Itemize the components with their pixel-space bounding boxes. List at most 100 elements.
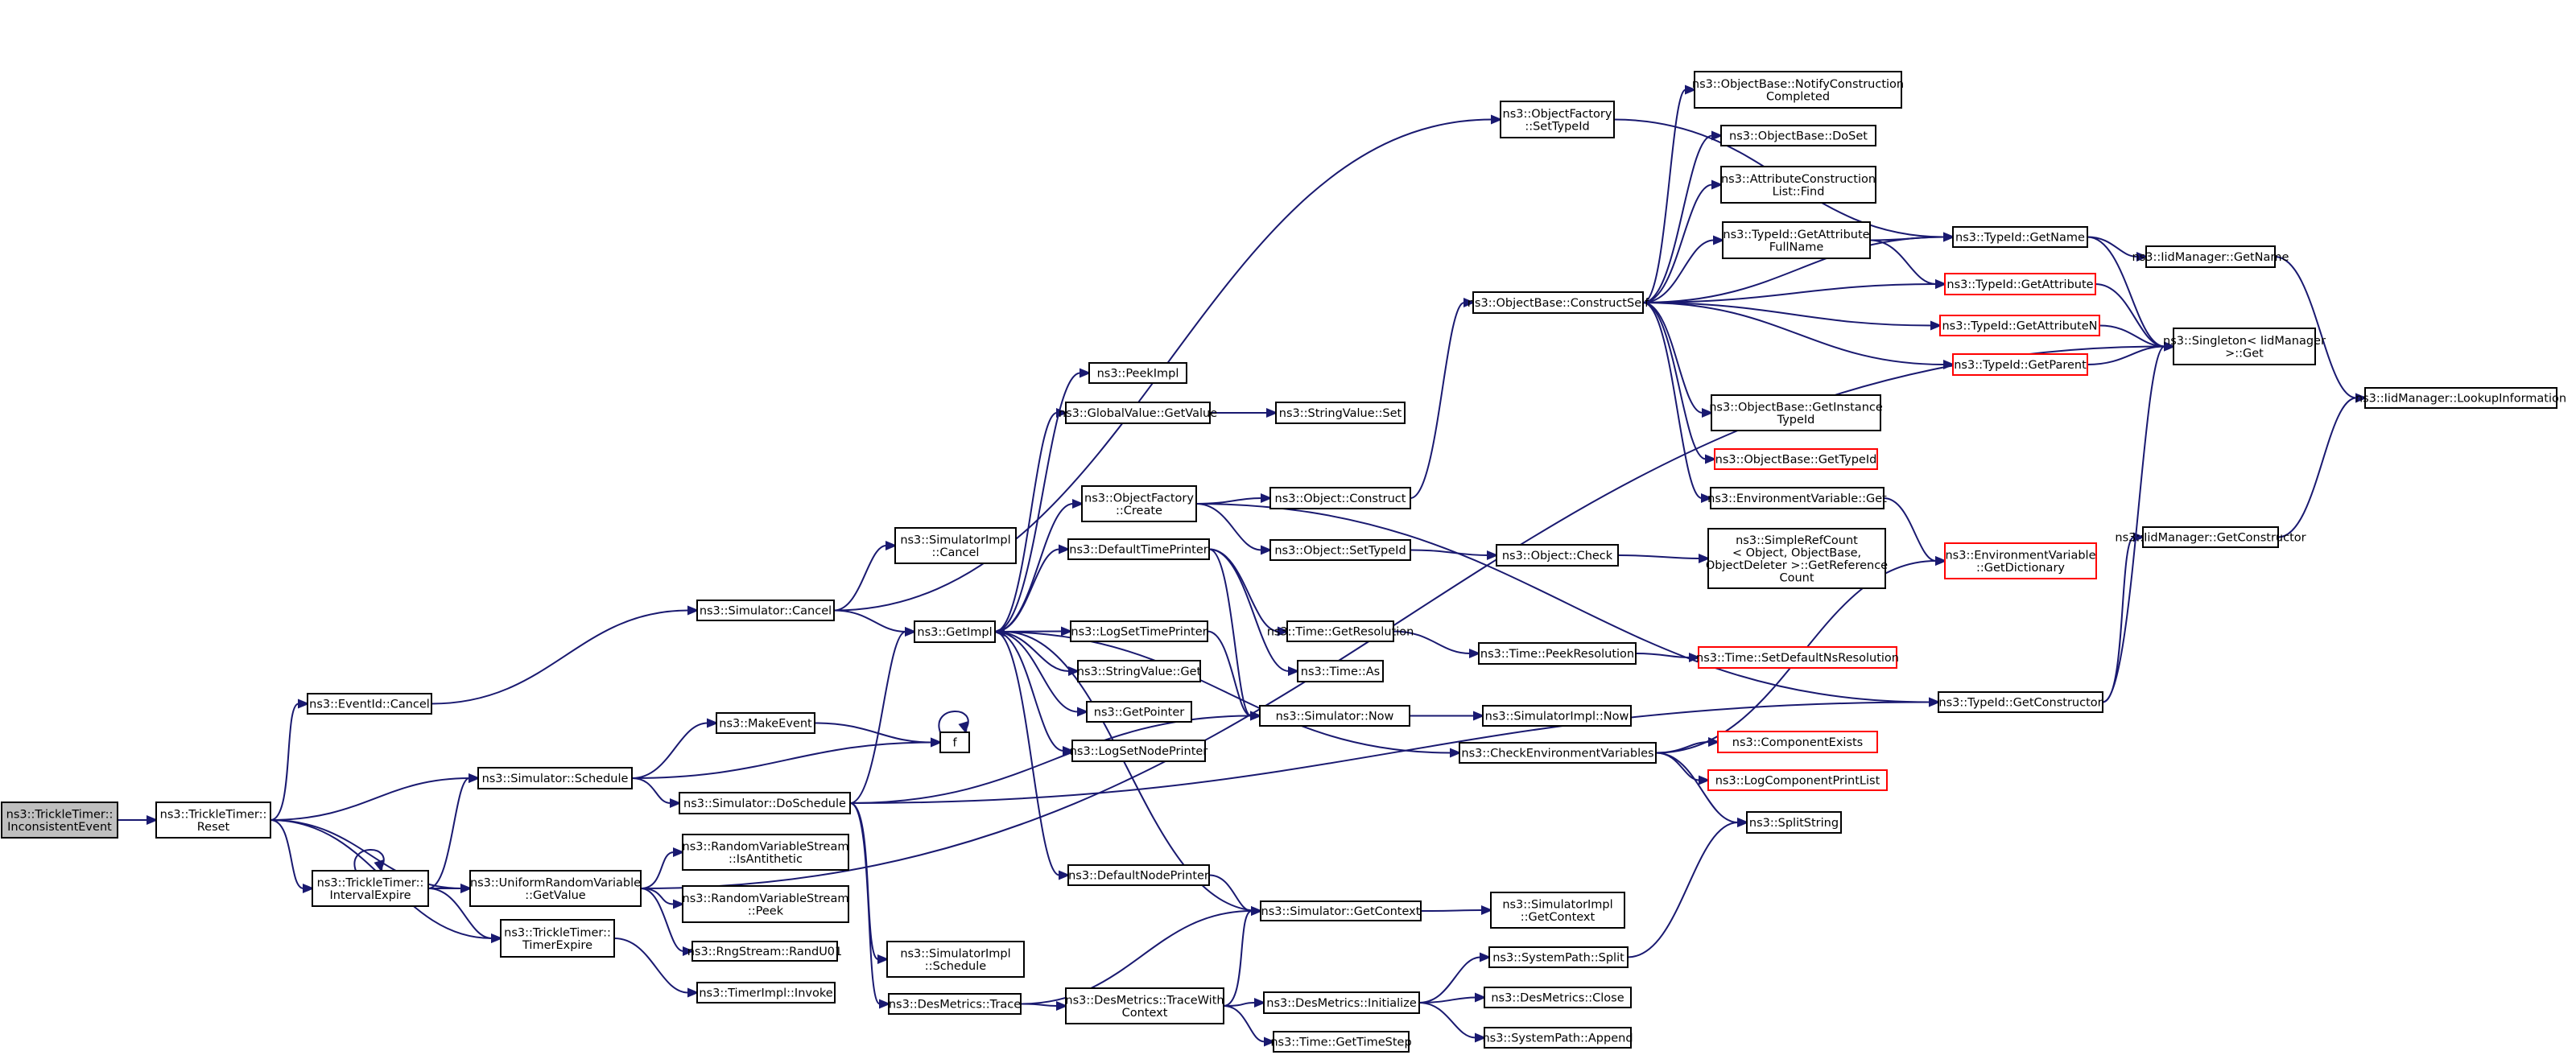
node-getattributen[interactable]: ns3::TypeId::GetAttributeN — [1939, 315, 2100, 336]
node-getdictionary[interactable]: ns3::EnvironmentVariable::GetDictionary — [1944, 542, 2097, 579]
node-reset[interactable]: ns3::TrickleTimer::Reset — [155, 802, 271, 839]
node-obgettypeid[interactable]: ns3::ObjectBase::GetTypeId — [1714, 448, 1878, 470]
node-gettypename[interactable]: ns3::TypeId::GetName — [1952, 226, 2088, 248]
node-gvgetvalue[interactable]: ns3::GlobalValue::GetValue — [1059, 402, 1217, 424]
edge-constructself-to-getattrfull — [1642, 235, 1725, 303]
node-constructself[interactable]: ns3::ObjectBase::ConstructSelf — [1468, 291, 1649, 314]
node-root[interactable]: ns3::TrickleTimer::InconsistentEvent — [1, 802, 118, 839]
node-notifyconstr[interactable]: ns3::ObjectBase::NotifyConstructionCompl… — [1692, 71, 1904, 109]
node-ofsettypeid[interactable]: ns3::ObjectFactory::SetTypeId — [1500, 101, 1615, 138]
node-logsetnode[interactable]: ns3::LogSetNodePrinter — [1070, 740, 1208, 762]
node-label: ns3::TimerImpl::Invoke — [699, 987, 832, 1000]
node-label: ns3::SimulatorImpl::Now — [1485, 711, 1629, 723]
node-getresolution[interactable]: ns3::Time::GetResolution — [1267, 620, 1414, 642]
node-lookupinfo[interactable]: ns3::IidManager::LookupInformation — [2355, 387, 2566, 409]
node-peek[interactable]: ns3::RandomVariableStream::Peek — [682, 885, 849, 923]
node-eventcancel[interactable]: ns3::EventId::Cancel — [307, 693, 432, 715]
node-invoke[interactable]: ns3::TimerImpl::Invoke — [696, 982, 836, 1003]
node-doset[interactable]: ns3::ObjectBase::DoSet — [1720, 125, 1876, 146]
node-getparent[interactable]: ns3::TypeId::GetParent — [1952, 353, 2088, 376]
arrowhead — [683, 946, 695, 956]
node-box — [1694, 71, 1902, 109]
edge-simgetcontext-to-getimpl — [993, 627, 1261, 912]
node-timerexpire[interactable]: ns3::TrickleTimer::TimerExpire — [500, 919, 615, 958]
node-defnodeprinter[interactable]: ns3::DefaultNodePrinter — [1067, 864, 1210, 886]
node-implschedule[interactable]: ns3::SimulatorImpl::Schedule — [886, 941, 1025, 978]
arrowhead — [1072, 499, 1084, 509]
node-simschedule[interactable]: ns3::Simulator::Schedule — [477, 767, 633, 789]
node-destrace[interactable]: ns3::DesMetrics::Trace — [888, 993, 1022, 1015]
node-objsettypeid[interactable]: ns3::Object::SetTypeId — [1269, 539, 1411, 561]
node-box — [1269, 539, 1411, 561]
node-f[interactable]: f — [939, 731, 970, 753]
node-implcancel[interactable]: ns3::SimulatorImpl::Cancel — [894, 527, 1017, 564]
edge-getconstructor-to-singletonget — [2102, 341, 2176, 703]
node-peekres[interactable]: ns3::Time::PeekResolution — [1478, 642, 1637, 665]
node-label: ns3::LogSetNodePrinter — [1070, 745, 1208, 758]
node-objcheck[interactable]: ns3::Object::Check — [1496, 544, 1619, 567]
node-simgetcontext[interactable]: ns3::Simulator::GetContext — [1260, 900, 1422, 921]
node-makeevent[interactable]: ns3::MakeEvent — [716, 712, 815, 734]
arrowhead — [1711, 179, 1724, 190]
node-label: ns3::Time::GetTimeStep — [1270, 1036, 1411, 1049]
node-label: ns3::Time::SetDefaultNsResolution — [1696, 652, 1899, 665]
node-antithetic[interactable]: ns3::RandomVariableStream::IsAntithetic — [682, 834, 849, 871]
arrowhead — [877, 954, 890, 964]
node-refcount[interactable]: ns3::SimpleRefCount< Object, ObjectBase,… — [1706, 528, 1888, 589]
node-getpointer[interactable]: ns3::GetPointer — [1086, 701, 1192, 723]
node-box — [500, 919, 615, 958]
node-label: ns3::ObjectBase::GetInstance — [1709, 401, 1883, 414]
node-sysappend[interactable]: ns3::SystemPath::Append — [1482, 1027, 1633, 1049]
node-box — [1071, 740, 1206, 762]
arrowhead — [1288, 666, 1300, 676]
node-label: Count — [1779, 571, 1814, 584]
node-uniform[interactable]: ns3::UniformRandomVariable::GetValue — [469, 870, 642, 907]
node-logcomplist[interactable]: ns3::LogComponentPrintList — [1707, 769, 1888, 791]
node-randu01[interactable]: ns3::RngStream::RandU01 — [687, 941, 843, 962]
node-strset[interactable]: ns3::StringValue::Set — [1275, 402, 1406, 424]
node-getattribute[interactable]: ns3::TypeId::GetAttribute — [1944, 273, 2096, 295]
node-label: ::Schedule — [925, 960, 986, 973]
node-iidgetname[interactable]: ns3::IidManager::GetName — [2132, 245, 2289, 268]
node-compexists[interactable]: ns3::ComponentExists — [1717, 731, 1878, 753]
node-label: ns3::ObjectBase::DoSet — [1729, 130, 1868, 143]
node-getconstructor[interactable]: ns3::TypeId::GetConstructor — [1938, 691, 2103, 713]
node-timeas[interactable]: ns3::Time::As — [1297, 660, 1384, 682]
node-gettimestep[interactable]: ns3::Time::GetTimeStep — [1270, 1031, 1412, 1053]
node-checkenv[interactable]: ns3::CheckEnvironmentVariables — [1459, 742, 1657, 764]
node-setdefaultres[interactable]: ns3::Time::SetDefaultNsResolution — [1696, 646, 1899, 669]
node-deftimeprinter[interactable]: ns3::DefaultTimePrinter — [1067, 538, 1210, 560]
node-objconstruct[interactable]: ns3::Object::Construct — [1269, 487, 1411, 509]
node-label: ns3::Simulator::Now — [1276, 711, 1394, 723]
node-interval[interactable]: ns3::TrickleTimer::IntervalExpire — [312, 870, 429, 907]
node-logsettime[interactable]: ns3::LogSetTimePrinter — [1070, 620, 1208, 642]
node-iidgetconstructor[interactable]: ns3::IidManager::GetConstructor — [2115, 526, 2306, 548]
node-label: ns3::IidManager::GetName — [2132, 251, 2289, 264]
node-ofcreate[interactable]: ns3::ObjectFactory::Create — [1081, 485, 1197, 522]
node-envget[interactable]: ns3::EnvironmentVariable::Get — [1707, 487, 1887, 509]
arrowhead — [993, 627, 1005, 637]
edge-checkenv-to-logcomplist — [1655, 752, 1711, 785]
arrowhead — [886, 541, 898, 550]
edge-reset-to-simschedule — [270, 773, 481, 821]
node-box — [1065, 987, 1224, 1024]
node-getimpl[interactable]: ns3::GetImpl — [914, 620, 996, 643]
node-peekimpl[interactable]: ns3::PeekImpl — [1088, 362, 1187, 384]
node-implgetcontext[interactable]: ns3::SimulatorImpl::GetContext — [1490, 892, 1625, 929]
node-splitstring[interactable]: ns3::SplitString — [1746, 811, 1842, 834]
node-strget[interactable]: ns3::StringValue::Get — [1077, 660, 1202, 682]
node-implnow[interactable]: ns3::SimulatorImpl::Now — [1482, 705, 1632, 727]
node-box — [894, 527, 1017, 564]
node-simnow[interactable]: ns3::Simulator::Now — [1259, 705, 1410, 727]
node-singletonget[interactable]: ns3::Singleton< IidManager >::Get — [2163, 328, 2326, 365]
node-desclose[interactable]: ns3::DesMetrics::Close — [1484, 987, 1632, 1008]
node-syssplit[interactable]: ns3::SystemPath::Split — [1488, 946, 1629, 968]
node-simcancel[interactable]: ns3::Simulator::Cancel — [696, 600, 835, 621]
node-doschedule[interactable]: ns3::Simulator::DoSchedule — [679, 792, 851, 814]
arrowhead — [2133, 532, 2145, 542]
node-desinit[interactable]: ns3::DesMetrics::Initialize — [1263, 991, 1420, 1014]
